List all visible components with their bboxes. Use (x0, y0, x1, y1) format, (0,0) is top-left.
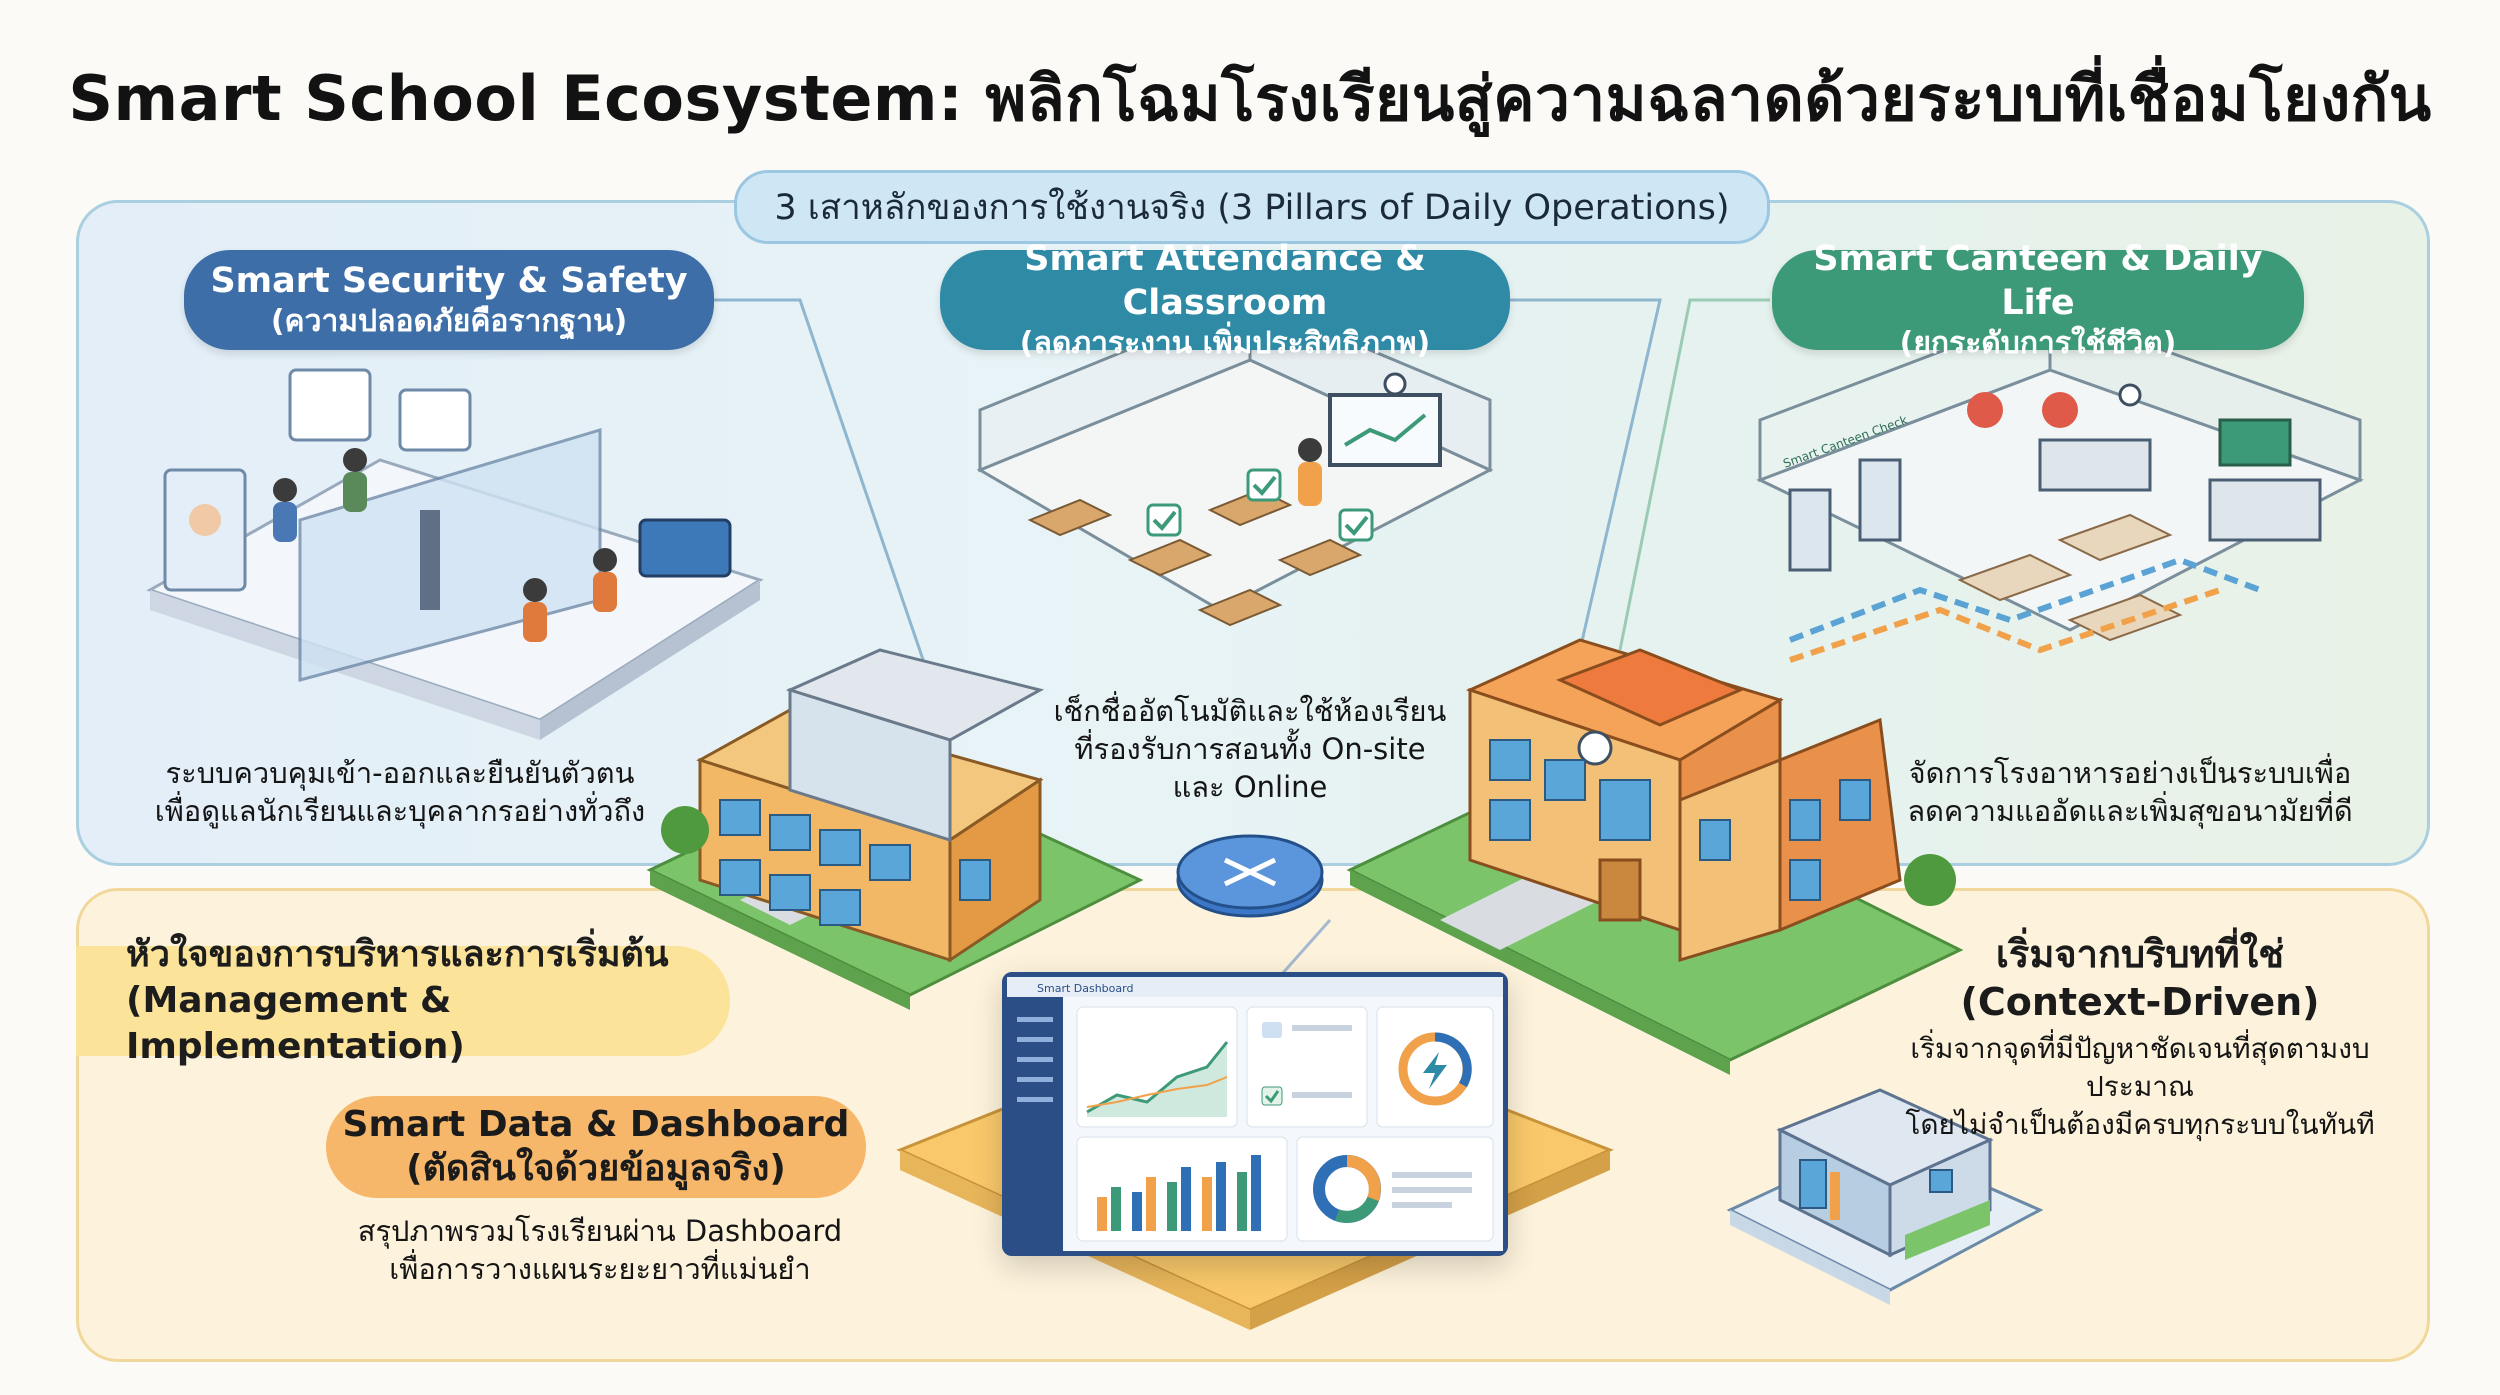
payment-kiosk (1858, 458, 1902, 542)
caption-line: เพื่อดูแลนักเรียนและบุคลากรอย่างทั่วถึง (154, 794, 646, 828)
menu-screen (2218, 418, 2292, 467)
divider-left (710, 298, 932, 681)
dashboard-subtitle: (ตัดสินใจด้วยข้อมูลจริง) (406, 1148, 786, 1189)
pillars-header: 3 เสาหลักของการใช้งานจริง (3 Pillars of … (734, 170, 1770, 244)
payment-kiosk (1788, 488, 1832, 572)
hub-icon (1176, 834, 1324, 918)
pillar-canteen-title: Smart Canteen & Daily Life (1813, 239, 2263, 323)
context-title: เริ่มจากบริบทที่ใช่ (Context-Driven) (1920, 930, 2360, 1026)
pillar-classroom-title: Smart Attendance & Classroom (1024, 239, 1426, 323)
dashboard-title: Smart Data & Dashboard (342, 1104, 850, 1145)
id-card-icon (398, 388, 472, 452)
dashboard-badge: Smart Data & Dashboard (ตัดสินใจด้วยข้อม… (326, 1096, 866, 1198)
pillar-canteen-subtitle: (ยกระดับการใช้ชีวิต) (1899, 326, 2177, 361)
clock-icon (2118, 383, 2142, 407)
pillar-security-caption: ระบบควบคุมเข้า-ออกและยืนยันตัวตน เพื่อดู… (120, 754, 680, 830)
caption-line: จัดการโรงอาหารอย่างเป็นระบบเพื่อ (1908, 756, 2352, 790)
check-icon (1146, 468, 1374, 542)
dashboard-screen-content: Smart Dashboard (1007, 977, 1503, 1251)
dashboard-sidebar (1007, 997, 1063, 1251)
pillar-security-badge: Smart Security & Safety (ความปลอดภัยคือร… (184, 250, 714, 350)
divider-center (1510, 298, 1662, 651)
dashboard-screen: Smart Dashboard (1002, 972, 1508, 1256)
dashboard-caption: สรุปภาพรวมโรงเรียนผ่าน Dashboard เพื่อกา… (330, 1212, 870, 1288)
dashboard-screen-title: Smart Dashboard (1037, 982, 1133, 995)
canteen-scene: Smart Canteen Check (1756, 307, 2364, 663)
context-subtitle: (Context-Driven) (1960, 980, 2320, 1024)
lightning-icon (1423, 1052, 1447, 1089)
page-title: Smart School Ecosystem: พลิกโฉมโรงเรียนส… (68, 62, 2432, 135)
pillar-classroom-subtitle: (ลดภาระงาน เพิ่มประสิทธิภาพ) (1019, 326, 1431, 361)
pillar-classroom-caption: เช็กชื่ออัตโนมัติและใช้ห้องเรียน ที่รองร… (1040, 692, 1460, 806)
apple-icon (2042, 392, 2078, 428)
security-scene (146, 368, 764, 740)
apple-icon (1967, 392, 2003, 428)
pillar-security-subtitle: (ความปลอดภัยคือรากฐาน) (270, 304, 628, 339)
small-building (1726, 1088, 2044, 1305)
caption-line: สรุปภาพรวมโรงเรียนผ่าน Dashboard (357, 1214, 843, 1248)
clock-icon (1577, 730, 1613, 766)
context-title-line: เริ่มจากบริบทที่ใช่ (1995, 932, 2285, 976)
pillar-canteen-caption: จัดการโรงอาหารอย่างเป็นระบบเพื่อ ลดความแ… (1880, 754, 2380, 830)
food-counter (2038, 438, 2152, 492)
face-icon (189, 504, 221, 536)
smart-board (1328, 393, 1442, 467)
caption-line: เช็กชื่ออัตโนมัติและใช้ห้องเรียน (1053, 694, 1447, 728)
caption-line: ที่รองรับการสอนทั้ง On-site (1074, 732, 1426, 766)
management-subtitle: (Management & Implementation) (126, 980, 465, 1067)
pillar-classroom-badge: Smart Attendance & Classroom (ลดภาระงาน … (940, 239, 1510, 361)
school-building-right (1465, 638, 1956, 963)
management-banner: หัวใจของการบริหารและการเริ่มต้น (Managem… (76, 934, 730, 1067)
school-building-left (661, 648, 1045, 963)
caption-line: โดยไม่จำเป็นต้องมีครบทุกระบบในทันที (1905, 1108, 2375, 1141)
pillar-canteen-badge: Smart Canteen & Daily Life (ยกระดับการใช… (1772, 239, 2304, 361)
pillar-security-title: Smart Security & Safety (210, 261, 688, 301)
food-counter (2208, 478, 2322, 542)
caption-line: เริ่มจากจุดที่มีปัญหาชัดเจนที่สุดตามงบปร… (1910, 1032, 2370, 1103)
caption-line: ระบบควบคุมเข้า-ออกและยืนยันตัวตน (165, 756, 635, 790)
caption-line: ลดความแออัดและเพิ่มสุขอนามัยที่ดี (1907, 794, 2353, 828)
caption-line: และ Online (1172, 770, 1328, 804)
divider-right (1618, 298, 1770, 651)
management-title: หัวใจของการบริหารและการเริ่มต้น (126, 934, 669, 975)
clock-icon (1383, 372, 1407, 396)
context-caption: เริ่มจากจุดที่มีปัญหาชัดเจนที่สุดตามงบปร… (1860, 1030, 2420, 1144)
info-screen (638, 518, 732, 578)
id-card-icon (288, 368, 372, 442)
caption-line: เพื่อการวางแผนระยะยาวที่แม่นยำ (389, 1252, 811, 1286)
